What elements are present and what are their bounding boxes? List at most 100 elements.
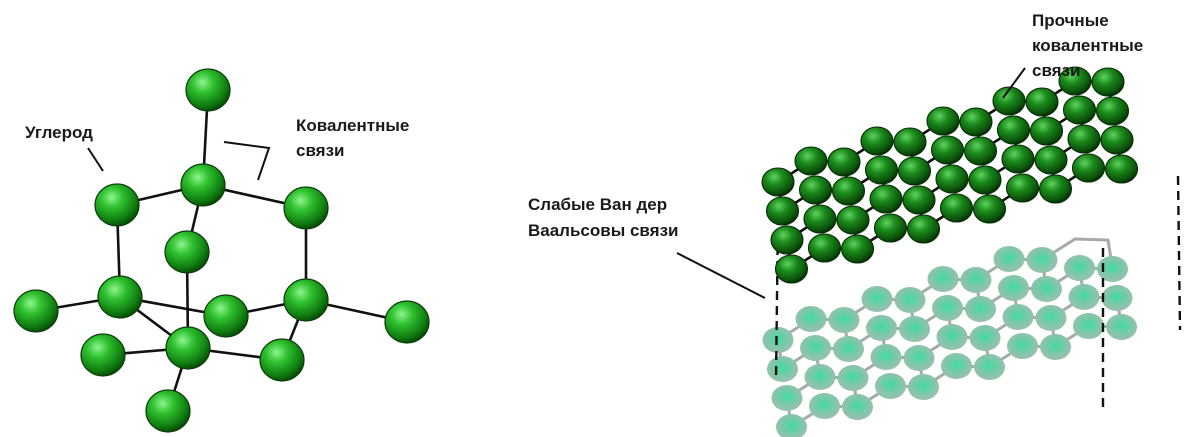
graphite-upper-atom bbox=[893, 127, 927, 157]
graphite-upper-atom bbox=[1058, 66, 1092, 96]
strong-bonds-label-line-1: Прочные bbox=[1032, 11, 1109, 30]
carbon-atom bbox=[283, 186, 329, 230]
graphite-lower-atom bbox=[1002, 304, 1034, 330]
interlayer-dashed-line bbox=[774, 215, 780, 381]
graphite-lower-atom bbox=[828, 307, 860, 333]
graphite-upper-atom bbox=[996, 115, 1031, 145]
graphite-lower-atom bbox=[1040, 334, 1071, 360]
graphite-upper-atom bbox=[864, 155, 899, 185]
graphite-lower-atom bbox=[998, 275, 1029, 301]
strong-bonds-leader-line bbox=[1002, 67, 1026, 99]
carbon-atom bbox=[94, 183, 140, 227]
graphite-lower-atom bbox=[776, 414, 807, 437]
graphite-lower-atom bbox=[1068, 284, 1100, 310]
graphite-lower-atom bbox=[974, 354, 1005, 380]
graphite-upper-atom bbox=[1038, 174, 1073, 204]
graphite-upper-atom bbox=[807, 233, 842, 263]
strong-bonds-label-line-3: связи bbox=[1032, 61, 1081, 80]
graphite-upper-atom bbox=[1095, 96, 1130, 126]
graphite-upper-atom bbox=[1025, 87, 1059, 117]
graphite-lower-atom bbox=[800, 335, 831, 361]
labels: Углерод Ковалентные связи Прочные ковале… bbox=[25, 11, 1148, 240]
graphite-upper-atom bbox=[897, 156, 932, 186]
graphite-upper-atom bbox=[1029, 116, 1064, 146]
graphite-lower-atom bbox=[837, 365, 869, 391]
graphite-lower-atom bbox=[899, 316, 930, 342]
covalent-bonds-leader-line bbox=[223, 141, 271, 181]
graphite-lower-atom bbox=[927, 266, 959, 292]
covalent-bonds-label-line-2: связи bbox=[296, 141, 345, 160]
graphite-upper-atom bbox=[803, 204, 837, 234]
graphite-lower-atom bbox=[804, 364, 836, 390]
graphite-lower-atom bbox=[965, 296, 996, 322]
graphite-lower-atom bbox=[762, 327, 794, 353]
graphite-upper-atom bbox=[1067, 124, 1101, 154]
graphite-upper-atom bbox=[902, 185, 936, 215]
graphite-upper-atom bbox=[972, 194, 1007, 224]
graphite-upper-atom bbox=[939, 193, 974, 223]
carbon-atom bbox=[97, 275, 143, 319]
graphite-upper-atom bbox=[935, 164, 969, 194]
graphite-lower-atom bbox=[932, 295, 963, 321]
graphite-lower-atom bbox=[903, 345, 935, 371]
graphite-upper-atom bbox=[860, 126, 894, 156]
graphite-lower-atom bbox=[936, 324, 968, 350]
graphite-structure bbox=[761, 66, 1182, 437]
graphite-upper-atom bbox=[992, 86, 1026, 116]
strong-covalent-bonds-label: Прочные ковалентные связи bbox=[1032, 11, 1148, 80]
carbon-atom bbox=[283, 278, 329, 322]
graphite-lower-atom bbox=[809, 393, 840, 419]
covalent-bonds-label: Ковалентные связи bbox=[296, 116, 414, 160]
graphite-upper-atom bbox=[1091, 67, 1125, 97]
carbon-label: Углерод bbox=[25, 123, 93, 142]
graphite-upper-atom bbox=[963, 136, 998, 166]
graphite-upper-atom bbox=[770, 225, 804, 255]
graphite-upper-atom bbox=[774, 254, 809, 284]
graphite-lower-bond bbox=[1073, 237, 1110, 242]
graphite-upper-atom bbox=[765, 196, 800, 226]
interlayer-dashed-lines bbox=[774, 175, 1182, 408]
graphite-upper-atom bbox=[761, 167, 795, 197]
graphite-upper-atom bbox=[1001, 144, 1035, 174]
graphite-lower-atom bbox=[1101, 285, 1133, 311]
graphite-upper-atom bbox=[1034, 145, 1068, 175]
carbon-atom bbox=[145, 389, 191, 433]
diamond-structure bbox=[13, 68, 430, 433]
graphite-lower-atom bbox=[861, 286, 893, 312]
carbon-atom bbox=[185, 68, 231, 112]
graphite-lower-atom bbox=[960, 267, 992, 293]
graphite-lower-atom bbox=[908, 374, 939, 400]
graphite-lower-atom bbox=[870, 344, 902, 370]
graphite-lower-atom bbox=[1035, 305, 1067, 331]
interlayer-dashed-line bbox=[1176, 175, 1182, 331]
graphite-lower-atom bbox=[866, 315, 897, 341]
leader-lines bbox=[87, 67, 1026, 299]
weak-bonds-label-line-2: Ваальсовы связи bbox=[528, 221, 678, 240]
graphite-upper-atom bbox=[1005, 173, 1040, 203]
graphite-lower-atom bbox=[941, 353, 972, 379]
graphite-lower-atom bbox=[1007, 333, 1038, 359]
carbon-atom bbox=[13, 289, 59, 333]
graphite-upper-atom bbox=[926, 106, 960, 136]
graphite-upper-atom bbox=[959, 107, 993, 137]
graphite-lower-atom bbox=[842, 394, 873, 420]
carbon-atom bbox=[80, 333, 126, 377]
graphite-lower-atom bbox=[1106, 314, 1137, 340]
graphite-upper-atom bbox=[869, 184, 903, 214]
carbon-atom bbox=[164, 230, 210, 274]
graphite-lower-atom bbox=[993, 246, 1025, 272]
graphite-lower-atom bbox=[875, 373, 906, 399]
graphite-upper-atom bbox=[840, 234, 875, 264]
graphite-lower-atom bbox=[795, 306, 827, 332]
graphite-lower-atom bbox=[833, 336, 864, 362]
graphite-upper-atom bbox=[1100, 125, 1134, 155]
graphite-lower-atom bbox=[1064, 255, 1095, 281]
graphite-upper-atom bbox=[798, 175, 833, 205]
graphite-upper-atom bbox=[794, 146, 828, 176]
strong-bonds-label-line-2: ковалентные bbox=[1032, 36, 1143, 55]
graphite-upper-atom bbox=[1104, 154, 1139, 184]
graphite-upper-atom bbox=[836, 205, 870, 235]
carbon-atom bbox=[384, 300, 430, 344]
graphite-upper-atom bbox=[827, 147, 861, 177]
